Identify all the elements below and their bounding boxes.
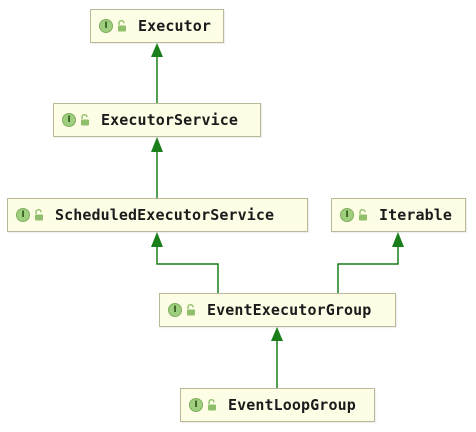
- arrowhead-scheduled-executor-service: [151, 232, 163, 247]
- unlock-icon: [35, 209, 43, 221]
- node-label: EventLoopGroup: [228, 396, 356, 414]
- unlock-icon: [359, 209, 367, 221]
- node-executor-service[interactable]: I ExecutorService: [53, 103, 261, 137]
- interface-icon: I: [189, 398, 203, 412]
- unlock-icon: [187, 304, 195, 316]
- interface-icon: I: [62, 113, 76, 127]
- edge-event-executor-group-to-iterable: [337, 247, 399, 293]
- node-event-loop-group[interactable]: I EventLoopGroup: [180, 388, 375, 422]
- node-label: EventExecutorGroup: [207, 301, 372, 319]
- node-label: ScheduledExecutorService: [55, 206, 275, 224]
- arrowhead-event-executor-group: [271, 327, 283, 341]
- arrowhead-iterable: [392, 232, 404, 247]
- unlock-icon: [118, 20, 126, 32]
- node-label: Iterable: [379, 206, 453, 224]
- arrowhead-executor: [151, 43, 163, 57]
- node-label: ExecutorService: [101, 111, 238, 129]
- node-iterable[interactable]: I Iterable: [331, 198, 466, 232]
- unlock-icon: [208, 399, 216, 411]
- edge-event-executor-group-to-scheduled-executor-service: [156, 247, 219, 293]
- node-event-executor-group[interactable]: I EventExecutorGroup: [159, 293, 396, 327]
- node-label: Executor: [138, 17, 212, 35]
- interface-icon: I: [99, 19, 113, 33]
- unlock-icon: [81, 114, 89, 126]
- interface-icon: I: [168, 303, 182, 317]
- node-executor[interactable]: I Executor: [90, 9, 224, 43]
- interface-icon: I: [16, 208, 30, 222]
- interface-icon: I: [340, 208, 354, 222]
- arrowhead-executor-service: [151, 137, 163, 152]
- node-scheduled-executor-service[interactable]: I ScheduledExecutorService: [7, 198, 308, 232]
